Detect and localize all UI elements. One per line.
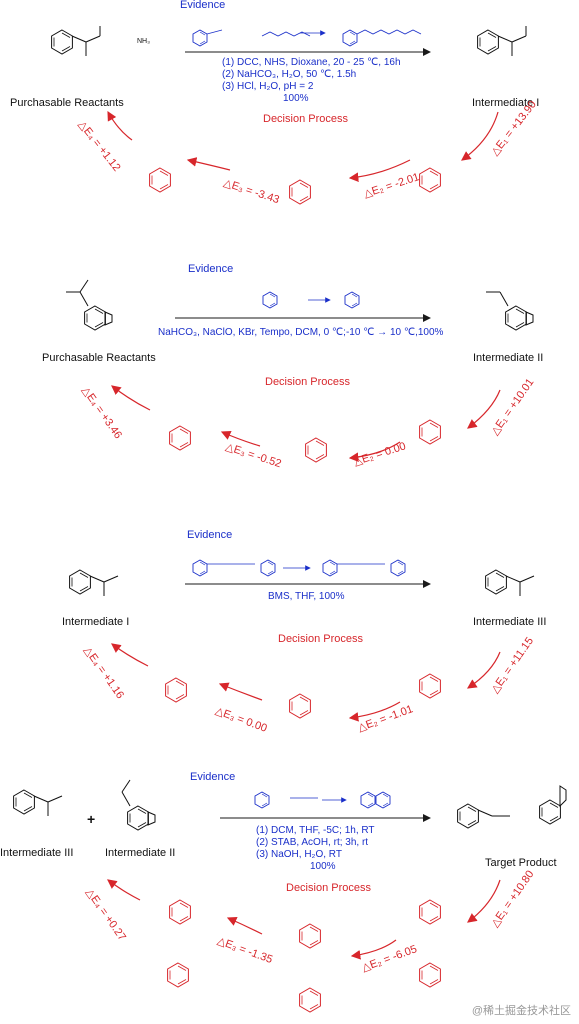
molecule-target-product bbox=[457, 785, 567, 829]
condition-4-yield: 100% bbox=[310, 861, 336, 872]
decision-arrow-2a bbox=[467, 389, 501, 429]
condition-4-2: (2) STAB, AcOH, rt; 3h, rt bbox=[256, 837, 369, 848]
watermark: @稀土掘金技术社区 bbox=[471, 1005, 571, 1017]
decision-arrow-3a bbox=[467, 651, 501, 689]
condition-4-1: (1) DCM, THF, -5C; 1h, RT bbox=[256, 825, 375, 836]
right-label-3: Intermediate III bbox=[473, 616, 547, 628]
section-4 bbox=[13, 779, 567, 1013]
molecule-reactant-2 bbox=[66, 279, 113, 331]
decision-arrow-1a bbox=[461, 111, 499, 161]
evidence-title-1: Evidence bbox=[180, 0, 226, 11]
evidence-title-4: Evidence bbox=[190, 771, 236, 783]
section-1 bbox=[51, 26, 527, 205]
decision-arrow-2d bbox=[111, 385, 151, 411]
molecule-intermediate-3 bbox=[485, 569, 535, 596]
decision-arrow-4a bbox=[467, 879, 501, 923]
decision-title-4: Decision Process bbox=[286, 882, 371, 894]
decision-arrow-1b bbox=[348, 159, 411, 182]
condition-1-yield: 100% bbox=[283, 93, 309, 104]
decision-arrow-1c bbox=[186, 157, 231, 171]
molecule-intermediate-2 bbox=[486, 291, 534, 331]
evidence-molecules-1 bbox=[192, 29, 422, 47]
molecule-intermediate-1-b bbox=[69, 569, 119, 596]
decision-arrow-3d bbox=[111, 643, 149, 667]
decision-title-1: Decision Process bbox=[263, 113, 348, 125]
mid-label-4: Intermediate II bbox=[105, 847, 176, 859]
left-label-1: Purchasable Reactants bbox=[10, 97, 124, 109]
section-2 bbox=[66, 279, 534, 463]
decision-arrow-2b bbox=[348, 441, 401, 462]
right-label-1: Intermediate I bbox=[472, 97, 540, 109]
condition-1-1: (1) DCC, NHS, Dioxane, 20 - 25 ℃, 16h bbox=[222, 57, 401, 68]
plus-sign: + bbox=[87, 811, 96, 827]
right-label-2: Intermediate II bbox=[473, 352, 544, 364]
left-label-4: Intermediate III bbox=[0, 847, 74, 859]
evidence-title-3: Evidence bbox=[187, 529, 233, 541]
left-label-3: Intermediate I bbox=[62, 616, 130, 628]
section-3 bbox=[69, 559, 535, 722]
evidence-molecules-2 bbox=[262, 291, 360, 309]
condition-1-2: (2) NaHCO₃, H₂O, 50 ℃, 1.5h bbox=[222, 69, 357, 80]
evidence-molecules-4 bbox=[254, 791, 391, 809]
condition-1-3: (3) HCl, H₂O, pH = 2 bbox=[222, 81, 314, 92]
molecule-label-nh3: NH₃ bbox=[137, 38, 150, 45]
decision-arrow-3b bbox=[348, 701, 401, 722]
molecule-intermediate-1 bbox=[477, 26, 527, 56]
condition-3-1: BMS, THF, 100% bbox=[268, 591, 345, 602]
molecule-reactant-1 bbox=[51, 26, 101, 56]
evidence-molecules-3 bbox=[192, 559, 406, 577]
decision-title-2: Decision Process bbox=[265, 376, 350, 388]
decision-arrow-4c bbox=[226, 917, 263, 935]
decision-arrow-4d bbox=[107, 879, 141, 901]
molecule-intermediate-3-b bbox=[13, 789, 63, 816]
condition-4-3: (3) NaOH, H₂O, RT bbox=[256, 849, 342, 860]
decision-arrow-1d bbox=[107, 110, 133, 141]
decision-title-3: Decision Process bbox=[278, 633, 363, 645]
decision-arrow-3c bbox=[218, 682, 263, 701]
decision-arrow-4b bbox=[350, 939, 397, 960]
right-label-4: Target Product bbox=[485, 857, 557, 869]
condition-2-1: NaHCO₃, NaClO, KBr, Tempo, DCM, 0 ℃;-10 … bbox=[158, 327, 444, 338]
molecule-intermediate-2-b bbox=[121, 779, 156, 831]
evidence-title-2: Evidence bbox=[188, 263, 234, 275]
decision-arrow-2c bbox=[220, 431, 261, 447]
left-label-2: Purchasable Reactants bbox=[42, 352, 156, 364]
